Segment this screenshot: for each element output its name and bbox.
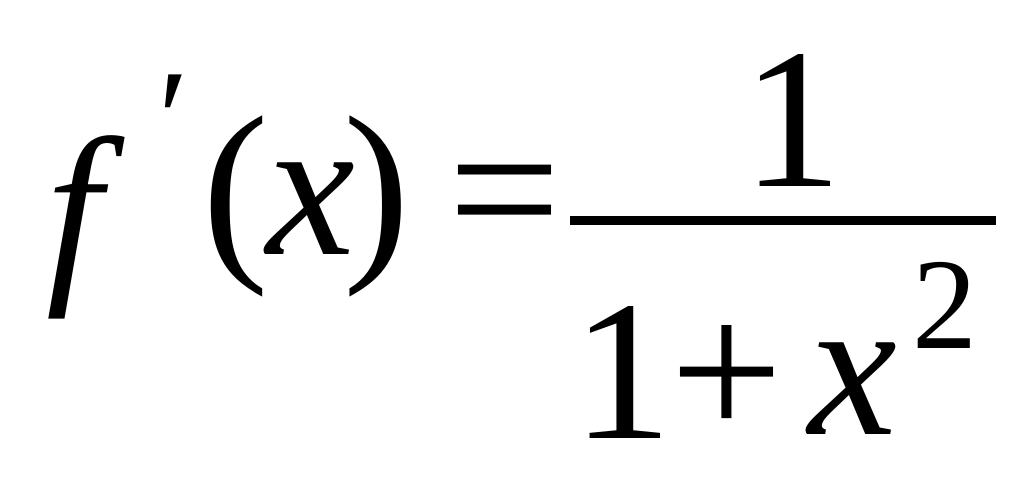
prime-mark: ′ xyxy=(158,42,189,197)
argument-variable: x xyxy=(266,77,355,298)
plus-sign: + xyxy=(670,261,783,482)
close-parenthesis: ) xyxy=(343,77,410,298)
denominator-variable: x xyxy=(808,257,897,478)
fraction-numerator: 1 xyxy=(742,9,842,230)
exponent: 2 xyxy=(912,233,977,377)
derivative-formula: f ′ ( x ) = 1 1 + x 2 xyxy=(46,9,996,472)
equals-sign: = xyxy=(448,79,561,300)
open-parenthesis: ( xyxy=(202,77,269,298)
denominator-one: 1 xyxy=(572,261,672,482)
fraction-bar xyxy=(570,216,996,225)
function-symbol: f xyxy=(46,99,102,320)
